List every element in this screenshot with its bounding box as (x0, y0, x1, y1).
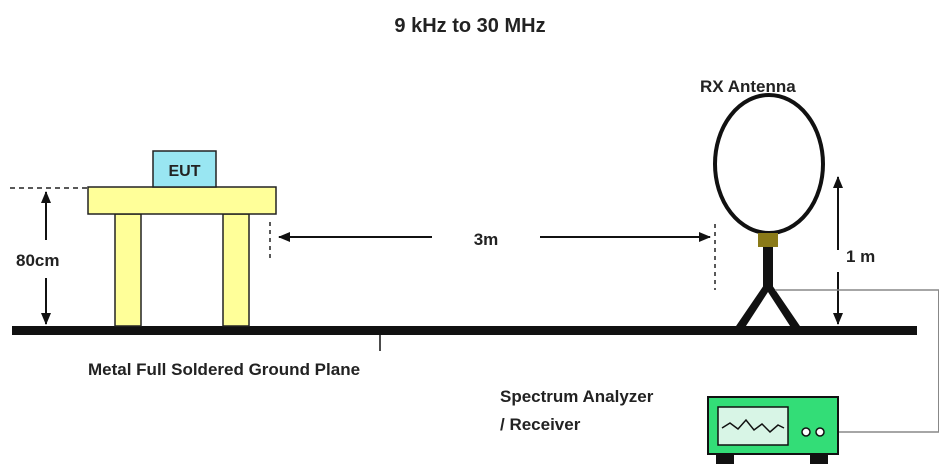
antenna-tripod (734, 285, 802, 329)
ground-plane-label: Metal Full Soldered Ground Plane (88, 360, 360, 379)
table-height-label: 80cm (16, 251, 59, 270)
table-leg-left (114, 213, 142, 327)
analyzer-label-line1: Spectrum Analyzer (500, 387, 654, 406)
waveform-icon (721, 418, 785, 434)
antenna-label: RX Antenna (700, 77, 796, 96)
spectrum-analyzer (707, 396, 839, 464)
ground-plane (12, 326, 917, 335)
analyzer-knob-right (815, 427, 825, 437)
table-leg-right (222, 213, 250, 327)
distance-label: 3m (474, 230, 499, 249)
table-top (87, 186, 277, 215)
loop-antenna-icon (713, 93, 825, 235)
rx-antenna (713, 93, 825, 329)
analyzer-knob-left (801, 427, 811, 437)
eut-label: EUT (169, 163, 201, 180)
antenna-height-label: 1 m (846, 247, 875, 266)
analyzer-label-line2: / Receiver (500, 415, 581, 434)
antenna-mast (763, 247, 773, 287)
eut-box (152, 150, 217, 188)
diagram-title: 9 kHz to 30 MHz (394, 15, 545, 37)
antenna-base (758, 233, 778, 247)
eut-table (87, 186, 277, 327)
